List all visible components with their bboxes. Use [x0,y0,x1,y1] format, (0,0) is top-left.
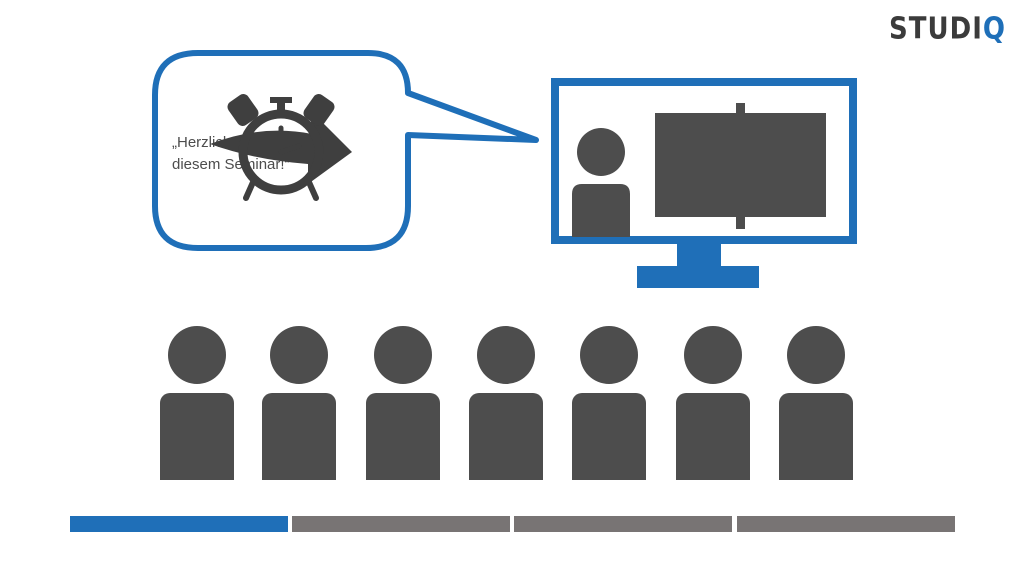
audience-person-5 [572,320,646,480]
audience [0,320,1024,490]
presentation-board [655,103,826,229]
audience-person-3 [366,320,440,480]
presenter-figure [572,128,630,237]
studiq-logo: STUDIQ [889,12,1006,47]
welcome-line-2: diesem Seminar!“ [172,156,290,173]
audience-person-7 [779,320,853,480]
progress-segment-4 [737,516,955,532]
progress-bar [70,516,955,532]
audience-person-2 [262,320,336,480]
audience-person-4 [469,320,543,480]
audience-person-6 [676,320,750,480]
logo-accent: Q [982,12,1006,47]
progress-segment-3 [514,516,732,532]
logo-text: STUDI [889,12,983,47]
audience-person-1 [160,320,234,480]
progress-segment-2 [292,516,510,532]
progress-segment-1 [70,516,288,532]
